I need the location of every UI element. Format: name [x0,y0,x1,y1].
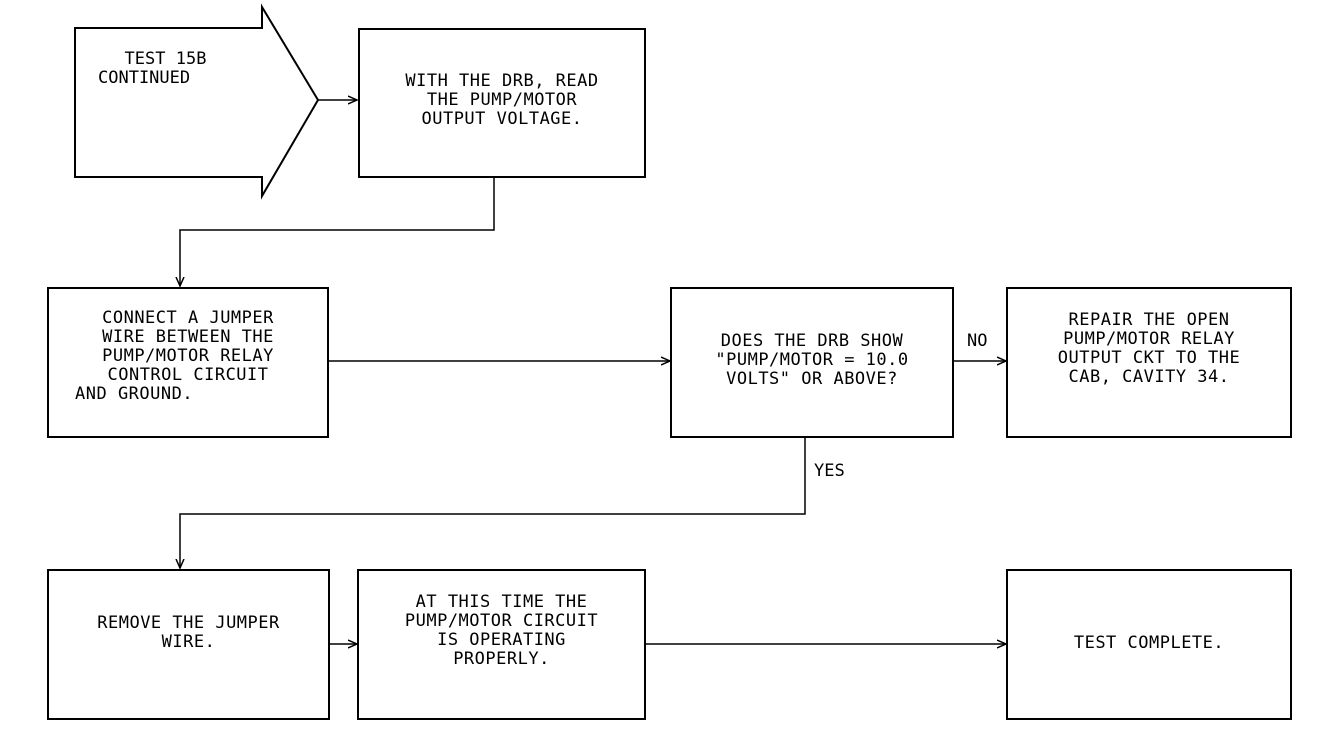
step-operating-line: PROPERLY. [453,649,550,669]
step-connect-jumper: CONNECT A JUMPER WIRE BETWEEN THE PUMP/M… [47,287,329,438]
step-read-voltage-line: WITH THE DRB, READ [405,71,599,91]
decision-line: "PUMP/MOTOR = 10.0 [715,350,909,370]
step-connect-jumper-line: CONNECT A JUMPER [102,308,274,328]
step-remove-jumper-line: REMOVE THE JUMPER [97,613,280,633]
step-repair-line: PUMP/MOTOR RELAY [1063,329,1235,349]
step-repair-line: REPAIR THE OPEN [1068,310,1230,330]
connector-read-to-connect [180,178,495,286]
decision-line: VOLTS" OR ABOVE? [726,369,898,389]
step-remove-jumper: REMOVE THE JUMPER WIRE. [47,569,330,720]
step-connect-jumper-line: CONTROL CIRCUIT [107,365,269,385]
step-test-complete: TEST COMPLETE. [1006,569,1292,720]
branch-label-no: NO [967,331,988,351]
start-arrow-shape [74,3,320,200]
start-label: TEST 15B CONTINUED [98,50,233,88]
connector-decision-to-remove [180,438,806,568]
decision-line: DOES THE DRB SHOW [720,331,904,351]
step-connect-jumper-line: WIRE BETWEEN THE [102,327,274,347]
step-read-voltage-line: THE PUMP/MOTOR [426,90,578,110]
step-remove-jumper-line: WIRE. [161,632,216,652]
step-connect-jumper-line: PUMP/MOTOR RELAY [102,346,274,366]
step-connect-jumper-line: AND GROUND. [75,384,194,404]
step-repair-line: OUTPUT CKT TO THE [1057,348,1241,368]
decision-voltage-check: DOES THE DRB SHOW "PUMP/MOTOR = 10.0 VOL… [670,287,954,438]
step-repair-line: CAB, CAVITY 34. [1068,367,1230,387]
start-label-line2: CONTINUED [98,68,191,88]
step-operating-line: AT THIS TIME THE [415,592,588,612]
step-read-voltage-line: OUTPUT VOLTAGE. [421,109,583,129]
start-label-line1: TEST 15B [124,49,207,69]
step-operating: AT THIS TIME THE PUMP/MOTOR CIRCUIT IS O… [357,569,646,720]
step-repair: REPAIR THE OPEN PUMP/MOTOR RELAY OUTPUT … [1006,287,1292,438]
step-operating-line: PUMP/MOTOR CIRCUIT [404,611,599,631]
step-test-complete-line: TEST COMPLETE. [1073,633,1225,653]
step-read-voltage: WITH THE DRB, READ THE PUMP/MOTOR OUTPUT… [358,28,646,178]
step-operating-line: IS OPERATING [437,630,566,650]
branch-label-yes: YES [814,461,845,481]
